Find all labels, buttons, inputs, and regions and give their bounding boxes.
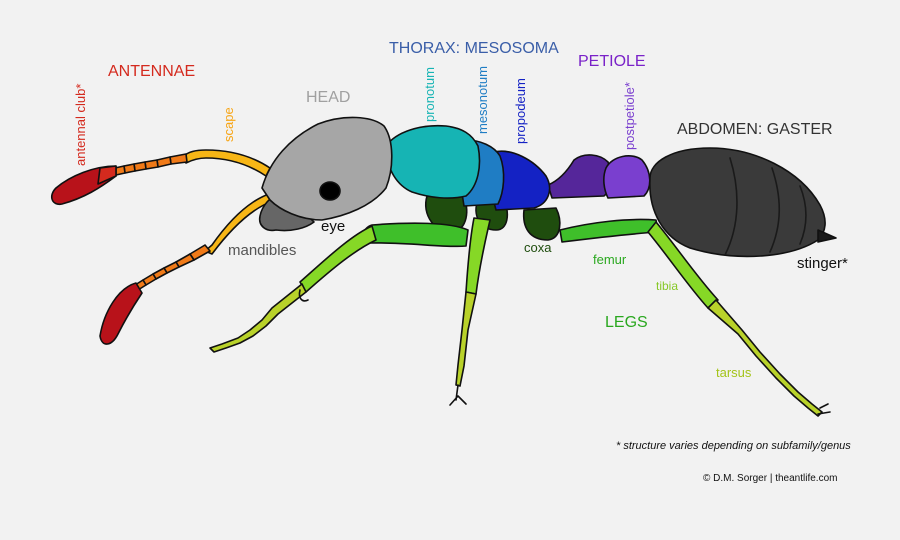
front-tarsus [209, 283, 307, 353]
postpetiole [603, 155, 651, 199]
label-pronotum: pronotum [422, 67, 437, 122]
label-propodeum: propodeum [513, 78, 528, 144]
middle-tibia [455, 291, 477, 387]
label-coxa: coxa [524, 240, 552, 255]
label-femur: femur [593, 252, 627, 267]
antenna-club-segment [97, 165, 117, 185]
hind-tarsus [707, 299, 823, 417]
middle-femur [465, 217, 491, 295]
hind-claw [817, 403, 831, 415]
label-thorax: THORAX: MESOSOMA [389, 40, 559, 57]
antenna-funicle-back [134, 244, 211, 291]
label-head: HEAD [306, 89, 351, 106]
label-antennal-club: antennal club* [73, 83, 88, 166]
label-petiole: PETIOLE [578, 53, 646, 70]
label-legs: LEGS [605, 314, 648, 331]
label-stinger: stinger* [797, 255, 848, 272]
front-claw [298, 289, 309, 302]
label-mandibles: mandibles [228, 242, 297, 259]
antennal-club-back [99, 282, 143, 345]
front-femur [362, 222, 469, 248]
pronotum [385, 124, 481, 199]
label-tibia: tibia [656, 279, 679, 293]
gaster-segment-lines [724, 157, 807, 256]
petiole [547, 154, 613, 199]
hind-femur [559, 218, 659, 243]
label-eye: eye [321, 218, 346, 235]
credit: © D.M. Sorger | theantlife.com [703, 473, 838, 484]
label-scape: scape [221, 107, 236, 142]
label-abdomen: ABDOMEN: GASTER [677, 121, 833, 138]
label-postpetiole: postpetiole* [622, 82, 637, 150]
head [261, 116, 393, 221]
label-tarsus: tarsus [716, 365, 752, 380]
eye-icon [319, 181, 341, 201]
label-antennae: ANTENNAE [108, 63, 196, 80]
stinger [817, 229, 837, 243]
middle-tarsus [449, 384, 467, 406]
antenna-scape-front [183, 149, 271, 177]
antenna-funicle-front [114, 153, 188, 176]
label-mesonotum: mesonotum [475, 66, 490, 134]
footnote: * structure varies depending on subfamil… [616, 440, 851, 452]
hind-coxa [522, 207, 561, 241]
front-tibia [299, 225, 377, 293]
